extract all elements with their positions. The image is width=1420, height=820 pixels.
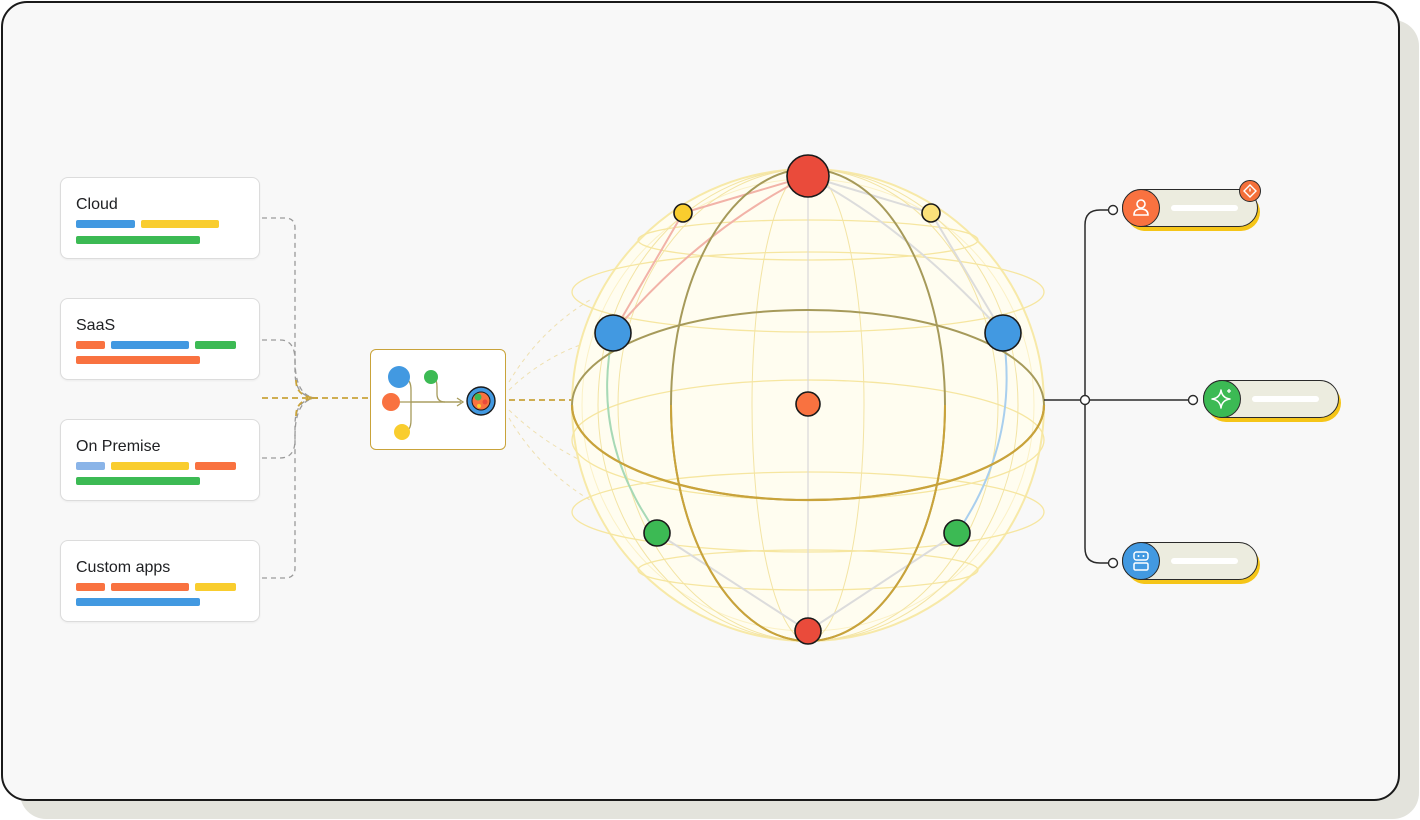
output-card-robot[interactable] (1121, 541, 1258, 580)
card-bar (76, 220, 135, 228)
robot-icon (1121, 541, 1160, 580)
card-bar (195, 583, 236, 591)
output-label-placeholder (1171, 558, 1238, 564)
node-yellow-left (673, 203, 693, 223)
card-bar (111, 583, 189, 591)
node-top-red (786, 154, 830, 198)
node-blue-right (984, 314, 1022, 352)
card-bar (141, 220, 219, 228)
source-card-saas[interactable]: SaaS (60, 298, 260, 380)
connector-custom (262, 397, 319, 579)
source-label: Cloud (76, 196, 118, 213)
sphere-nodes (594, 154, 1022, 645)
node-green-left (643, 519, 671, 547)
sparkle-icon (1202, 379, 1241, 418)
node-center-orange (795, 391, 821, 417)
card-bar (195, 341, 236, 349)
source-label: On Premise (76, 438, 161, 455)
output-label-placeholder (1252, 396, 1319, 402)
output-label-placeholder (1171, 205, 1238, 211)
card-bar (76, 236, 200, 244)
output-card-sparkle[interactable] (1202, 379, 1339, 418)
connector-cloud (262, 217, 319, 399)
card-bar (195, 462, 236, 470)
output-card-person[interactable] (1121, 180, 1261, 227)
source-label: SaaS (76, 317, 116, 334)
card-bar (111, 341, 189, 349)
diamond-warning-icon (1239, 180, 1261, 202)
card-bar (111, 462, 189, 470)
node-yellow-right (921, 203, 941, 223)
card-bar (76, 356, 200, 364)
source-card-on-premise[interactable]: On Premise (60, 419, 260, 501)
node-green-right (943, 519, 971, 547)
hub-fan-lines (508, 299, 591, 501)
source-card-custom-apps[interactable]: Custom apps (60, 540, 260, 622)
connector-saas (262, 339, 319, 399)
card-bar (76, 341, 105, 349)
person-icon (1121, 188, 1160, 227)
source-card-cloud[interactable]: Cloud (60, 177, 260, 259)
node-blue-left (594, 314, 632, 352)
node-bottom-red (794, 617, 822, 645)
data-flow-icon (382, 366, 496, 440)
card-bar (76, 477, 200, 485)
card-bar (76, 462, 105, 470)
output-connectors (1044, 209, 1192, 564)
connector-onpremise (262, 397, 319, 459)
card-bar (76, 598, 200, 606)
source-label: Custom apps (76, 559, 171, 576)
source-connectors (262, 217, 319, 579)
hub-connectors (262, 379, 572, 417)
connector-joints (1079, 204, 1199, 569)
card-bar (76, 583, 105, 591)
data-hub[interactable] (370, 349, 506, 450)
